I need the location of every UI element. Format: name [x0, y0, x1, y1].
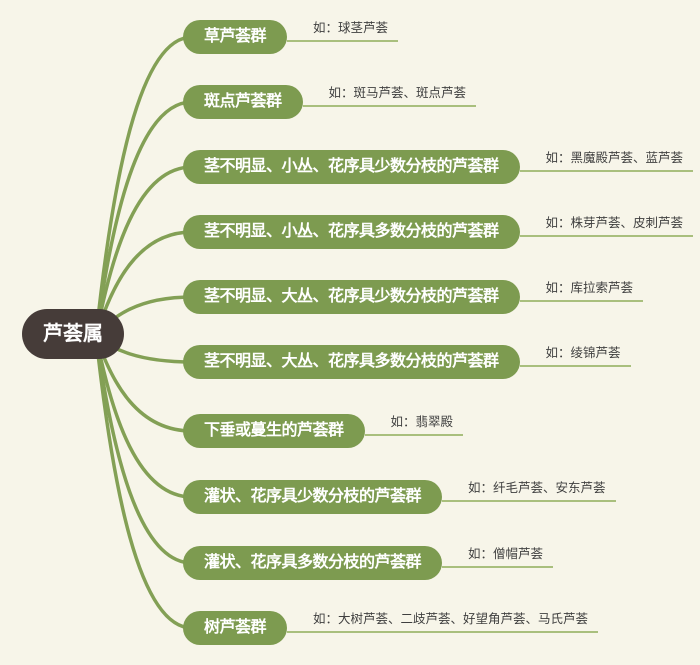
branch-example-1[interactable]: 如：球茎芦荟	[287, 20, 399, 42]
branch-topic-label: 灌状、花序具多数分枝的芦荟群	[204, 554, 422, 571]
branch-row-4: 茎不明显、小丛、花序具多数分枝的芦荟群 如：株芽芦荟、皮刺芦荟	[183, 215, 694, 249]
branch-topic-8[interactable]: 灌状、花序具少数分枝的芦荟群	[183, 480, 443, 514]
branch-curve	[94, 165, 194, 338]
branch-topic-label: 茎不明显、大丛、花序具多数分枝的芦荟群	[204, 353, 499, 370]
branch-example-label: 如：球茎芦荟	[313, 21, 389, 35]
branch-row-7: 下垂或蔓生的芦荟群 如：翡翠殿	[183, 414, 464, 448]
branch-topic-label: 下垂或蔓生的芦荟群	[204, 422, 344, 439]
branch-example-label: 如：翡翠殿	[390, 415, 454, 429]
branch-example-6[interactable]: 如：绫锦芦荟	[519, 345, 631, 367]
branch-topic-9[interactable]: 灌状、花序具多数分枝的芦荟群	[183, 546, 443, 580]
branch-topic-5[interactable]: 茎不明显、大丛、花序具少数分枝的芦荟群	[183, 280, 520, 314]
branch-topic-label: 茎不明显、大丛、花序具少数分枝的芦荟群	[204, 288, 499, 305]
central-topic-label: 芦荟属	[43, 323, 103, 345]
branch-row-5: 茎不明显、大丛、花序具少数分枝的芦荟群 如：库拉索芦荟	[183, 280, 644, 314]
branch-curve	[94, 35, 194, 338]
branch-curve	[94, 334, 194, 630]
branch-example-3[interactable]: 如：黑魔殿芦荟、蓝芦荟	[519, 150, 694, 172]
branch-row-6: 茎不明显、大丛、花序具多数分枝的芦荟群 如：绫锦芦荟	[183, 345, 631, 379]
branch-topic-label: 灌状、花序具少数分枝的芦荟群	[204, 488, 422, 505]
branch-example-2[interactable]: 如：斑马芦荟、斑点芦荟	[302, 85, 477, 107]
branch-example-label: 如：纤毛芦荟、安东芦荟	[468, 481, 606, 495]
branch-row-10: 树芦荟群 如：大树芦荟、二歧芦荟、好望角芦荟、马氏芦荟	[183, 611, 599, 645]
branch-topic-1[interactable]: 草芦荟群	[183, 20, 288, 54]
branch-curve	[94, 334, 194, 499]
branch-topic-3[interactable]: 茎不明显、小丛、花序具少数分枝的芦荟群	[183, 150, 520, 184]
branch-topic-4[interactable]: 茎不明显、小丛、花序具多数分枝的芦荟群	[183, 215, 520, 249]
branch-topic-label: 茎不明显、小丛、花序具少数分枝的芦荟群	[204, 158, 499, 175]
branch-example-7[interactable]: 如：翡翠殿	[364, 414, 464, 436]
central-topic-node[interactable]: 芦荟属	[22, 309, 124, 359]
branch-topic-label: 树芦荟群	[204, 619, 267, 636]
branch-example-8[interactable]: 如：纤毛芦荟、安东芦荟	[442, 480, 616, 502]
branch-example-label: 如：大树芦荟、二歧芦荟、好望角芦荟、马氏芦荟	[313, 612, 589, 626]
branch-row-2: 斑点芦荟群 如：斑马芦荟、斑点芦荟	[183, 85, 477, 119]
branch-example-label: 如：绫锦芦荟	[545, 346, 621, 360]
branch-example-9[interactable]: 如：僧帽芦荟	[442, 546, 554, 568]
branch-topic-10[interactable]: 树芦荟群	[183, 611, 288, 645]
branch-example-label: 如：斑马芦荟、斑点芦荟	[328, 86, 467, 100]
branch-example-label: 如：株芽芦荟、皮刺芦荟	[545, 216, 684, 230]
branch-example-4[interactable]: 如：株芽芦荟、皮刺芦荟	[519, 215, 694, 237]
branch-row-8: 灌状、花序具少数分枝的芦荟群 如：纤毛芦荟、安东芦荟	[183, 480, 616, 514]
branch-example-5[interactable]: 如：库拉索芦荟	[519, 280, 644, 302]
branch-example-label: 如：库拉索芦荟	[545, 281, 634, 295]
branch-row-1: 草芦荟群 如：球茎芦荟	[183, 20, 399, 54]
branch-example-label: 如：僧帽芦荟	[468, 547, 544, 561]
branch-row-3: 茎不明显、小丛、花序具少数分枝的芦荟群 如：黑魔殿芦荟、蓝芦荟	[183, 150, 694, 184]
branch-topic-label: 斑点芦荟群	[204, 93, 282, 110]
branch-topic-6[interactable]: 茎不明显、大丛、花序具多数分枝的芦荟群	[183, 345, 520, 379]
branch-curve	[94, 100, 194, 338]
branch-topic-7[interactable]: 下垂或蔓生的芦荟群	[183, 414, 365, 448]
branch-topic-label: 茎不明显、小丛、花序具多数分枝的芦荟群	[204, 223, 499, 240]
branch-example-10[interactable]: 如：大树芦荟、二歧芦荟、好望角芦荟、马氏芦荟	[287, 611, 599, 633]
branch-topic-2[interactable]: 斑点芦荟群	[183, 85, 303, 119]
branch-topic-label: 草芦荟群	[204, 28, 267, 45]
branch-row-9: 灌状、花序具多数分枝的芦荟群 如：僧帽芦荟	[183, 546, 554, 580]
branch-example-label: 如：黑魔殿芦荟、蓝芦荟	[545, 151, 684, 165]
